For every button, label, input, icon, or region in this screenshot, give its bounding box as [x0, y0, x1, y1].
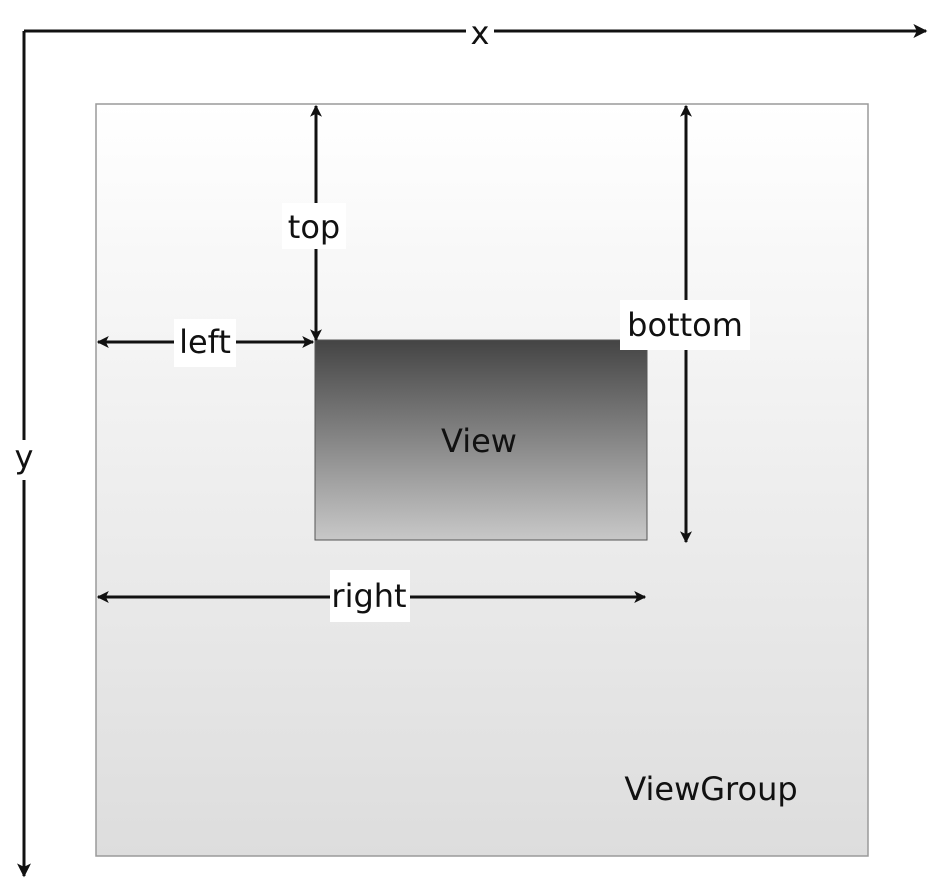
y-axis-label: y	[15, 438, 34, 476]
top-label: top	[288, 208, 340, 246]
right-label: right	[331, 577, 406, 615]
bottom-label: bottom	[627, 306, 743, 344]
left-label: left	[179, 323, 231, 361]
view-box	[314, 339, 648, 541]
viewgroup-label: ViewGroup	[624, 770, 797, 808]
view-label: View	[441, 422, 517, 460]
x-axis-label: x	[471, 14, 490, 52]
